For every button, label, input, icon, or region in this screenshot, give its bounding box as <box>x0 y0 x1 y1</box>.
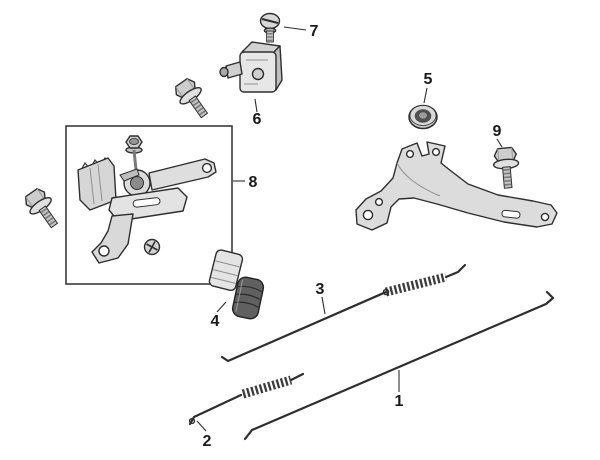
part-label-8: 8 <box>249 174 258 191</box>
leader-9 <box>496 138 503 148</box>
mounting-bracket <box>355 141 558 231</box>
rod-1 <box>243 290 555 441</box>
part-label-3: 3 <box>316 281 325 298</box>
leader-4 <box>216 301 227 313</box>
part-label-2: 2 <box>203 433 212 450</box>
part-label-1: 1 <box>395 393 404 410</box>
part-label-5: 5 <box>424 71 433 88</box>
rod-2 <box>188 372 305 426</box>
flange-bolt-left <box>21 186 64 233</box>
part-label-4: 4 <box>211 313 220 330</box>
part-label-7: 7 <box>310 23 319 40</box>
part-label-9: 9 <box>493 123 502 140</box>
leader-6 <box>254 98 258 113</box>
control-assembly-8 <box>65 125 233 285</box>
leader-7 <box>283 26 307 31</box>
pan-screw-7 <box>259 12 281 43</box>
flange-nut-5 <box>408 104 438 130</box>
rod-3 <box>220 263 467 363</box>
detail-box-8 <box>65 125 233 285</box>
part-label-6: 6 <box>253 111 262 128</box>
control-unit-6 <box>219 41 283 93</box>
flange-bolt-upper <box>171 76 214 123</box>
lever-grip-4 <box>208 249 265 320</box>
leader-3 <box>321 296 326 315</box>
leader-5 <box>423 87 428 104</box>
lower-leg <box>91 213 134 264</box>
lever-arm <box>148 158 217 191</box>
flange-bolt-9 <box>492 147 520 189</box>
leader-2 <box>196 420 207 432</box>
spring-2 <box>241 375 293 399</box>
spring-3 <box>384 272 448 297</box>
